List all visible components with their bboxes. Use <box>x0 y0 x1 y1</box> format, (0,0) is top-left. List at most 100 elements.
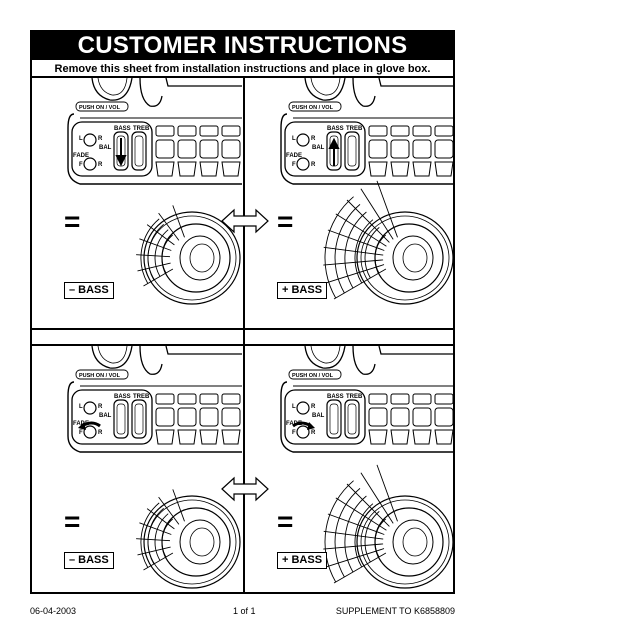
sound-wave <box>140 502 160 568</box>
sound-ray <box>137 546 171 556</box>
treble-slider <box>131 131 147 171</box>
radio-label: FADE <box>73 153 89 159</box>
bass-slider <box>326 399 342 439</box>
sound-wave <box>354 219 374 284</box>
footer-supplement: SUPPLEMENT TO K6858809 <box>335 606 455 616</box>
tone-panel <box>284 389 366 445</box>
sound-ray <box>146 224 175 246</box>
push-vol-label: PUSH ON / VOL <box>292 105 334 111</box>
radio-label: BASS <box>327 126 344 132</box>
radio-label: L <box>292 136 296 142</box>
radio-button <box>390 139 410 159</box>
sound-ray <box>346 199 390 243</box>
radio-label: BASS <box>327 394 344 400</box>
speaker-icon <box>323 180 454 305</box>
sound-wave <box>140 218 160 284</box>
sound-ray <box>333 268 387 300</box>
sound-wave <box>147 507 164 565</box>
speaker-center <box>189 527 215 557</box>
radio-label: F <box>79 162 83 168</box>
speaker-dustcap <box>179 519 221 565</box>
sound-wave <box>154 229 169 277</box>
balance-knob <box>83 133 97 147</box>
radio-label: R <box>98 430 103 436</box>
knob-arrow-head <box>307 422 315 430</box>
radio-button-lower <box>177 161 197 177</box>
push-vol-box <box>75 101 129 112</box>
equals-sign: = <box>64 206 81 237</box>
radio-label: F <box>292 162 296 168</box>
radio-button <box>368 407 388 427</box>
sound-ray <box>327 513 385 535</box>
radio-button-lower <box>390 161 410 177</box>
volume-knob-ring <box>310 346 341 364</box>
preset-button <box>199 125 219 137</box>
sound-ray <box>323 259 384 266</box>
tuning-knob <box>139 346 163 375</box>
radio-button <box>199 139 219 159</box>
radio-button <box>434 407 454 427</box>
radio-body <box>67 113 242 185</box>
sound-ray <box>158 212 180 241</box>
sound-ray <box>326 548 385 568</box>
preset-button <box>177 125 197 137</box>
sound-wave <box>344 211 367 289</box>
bass-decrease-label: – BASS <box>64 552 114 569</box>
radio-button-lower <box>221 429 241 445</box>
radio-button-lower <box>368 161 388 177</box>
treble-slider <box>344 131 360 171</box>
slider-arrow-icon <box>328 137 340 166</box>
tone-panel <box>71 121 153 177</box>
bass-slider-track <box>116 403 126 435</box>
radio-body <box>67 381 242 453</box>
speaker-center <box>402 527 428 557</box>
instruction-sheet: CUSTOMER INSTRUCTIONS Remove this sheet … <box>30 30 455 594</box>
tuning-knob <box>352 346 376 375</box>
radio-button <box>390 407 410 427</box>
tone-panel <box>284 121 366 177</box>
radio-label: F <box>79 430 83 436</box>
double-arrow-icon <box>221 208 269 234</box>
radio-label: BASS <box>114 394 131 400</box>
radio-button-lower <box>412 161 432 177</box>
radio-label: R <box>311 430 316 436</box>
radio-label: L <box>79 404 83 410</box>
radio-button-lower <box>390 429 410 445</box>
sound-ray <box>360 472 394 524</box>
sound-ray <box>346 483 390 527</box>
push-vol-label: PUSH ON / VOL <box>79 105 121 111</box>
radio-button-lower <box>434 429 454 445</box>
radio-body <box>280 381 455 453</box>
sound-ray <box>139 238 172 251</box>
radio-button-lower <box>412 429 432 445</box>
radio-label: BAL <box>99 145 112 151</box>
tone-panel <box>71 389 153 445</box>
speaker-icon <box>323 464 454 589</box>
knob-arrow-head <box>78 422 86 430</box>
radio-button <box>412 407 432 427</box>
sound-wave <box>324 196 354 299</box>
radio-button <box>177 407 197 427</box>
sound-ray <box>360 188 394 240</box>
radio-label: R <box>98 162 103 168</box>
sound-wave <box>161 234 173 274</box>
preset-button <box>155 125 175 137</box>
sound-wave <box>354 503 374 568</box>
preset-button <box>434 125 454 137</box>
bass-slider <box>113 399 129 439</box>
balance-knob <box>83 401 97 415</box>
sound-ray <box>335 213 387 247</box>
speaker-rim <box>356 211 454 305</box>
radio-button-lower <box>199 429 219 445</box>
equals-sign: = <box>64 506 81 537</box>
speaker-rim-inner <box>360 499 450 585</box>
bass-slider-track <box>329 403 339 435</box>
radio-label: BAL <box>312 413 325 419</box>
